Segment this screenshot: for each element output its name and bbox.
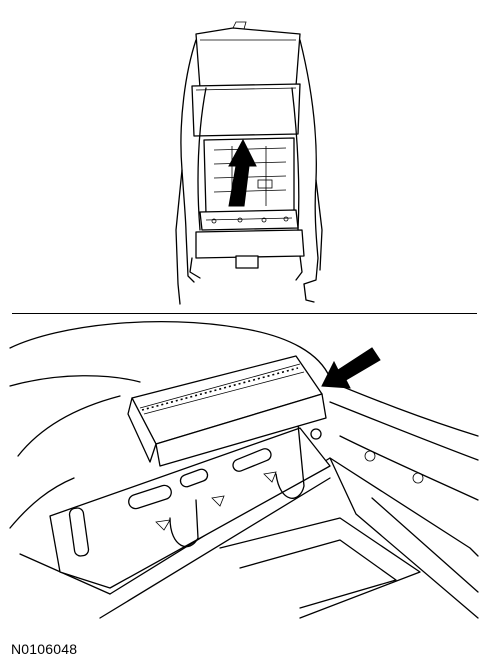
down-left-arrow xyxy=(321,347,381,389)
seat-frame-illustration xyxy=(0,0,487,312)
panel-divider xyxy=(12,313,477,314)
seat-frame-drawing xyxy=(175,21,323,305)
up-arrow xyxy=(228,138,257,207)
seat-base-bracket xyxy=(195,229,305,259)
seat-panel-detail-drawing xyxy=(9,320,479,619)
figure-id-label: N0106048 xyxy=(11,641,78,657)
lower-crossbar xyxy=(199,209,299,231)
backrest-board xyxy=(191,83,301,137)
left-side-frame xyxy=(180,39,197,283)
seat-panel-detail-illustration xyxy=(0,318,487,638)
slotted-plate xyxy=(49,427,331,589)
seat-cover-edge xyxy=(9,320,331,379)
seatback-top-panel xyxy=(195,27,301,89)
